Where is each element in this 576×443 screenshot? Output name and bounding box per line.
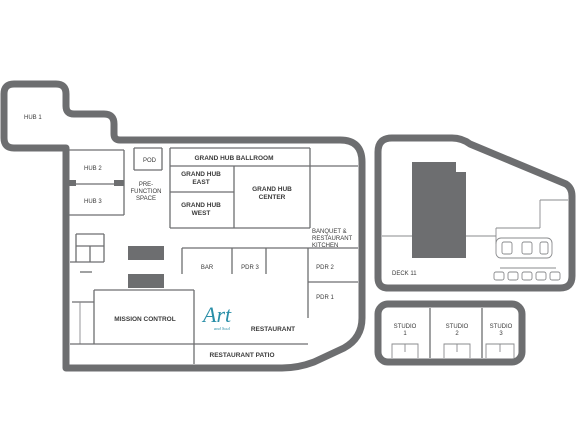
label-kitchen-3: KITCHEN — [312, 243, 338, 249]
label-studio2-a: STUDIO — [446, 324, 469, 330]
label-studio3-b: 3 — [499, 331, 503, 337]
label-hub2: HUB 2 — [84, 166, 102, 172]
label-hub3: HUB 3 — [84, 199, 102, 205]
label-studio3-a: STUDIO — [490, 324, 513, 330]
label-restaurant: RESTAURANT — [251, 326, 295, 333]
label-kitchen-2: RESTAURANT — [312, 236, 353, 242]
logo-subtext: and Soul — [214, 326, 231, 331]
label-west-2: WEST — [192, 210, 211, 217]
label-bar: BAR — [201, 265, 214, 271]
main-building-outline — [0, 80, 366, 372]
label-west-1: GRAND HUB — [181, 202, 221, 209]
label-studio1-b: 1 — [403, 331, 407, 337]
logo-text: Art — [201, 302, 232, 327]
label-patio: RESTAURANT PATIO — [210, 352, 275, 359]
studio-interior — [391, 308, 515, 358]
label-east-2: EAST — [192, 179, 209, 186]
label-prefunction-1: PRE- — [139, 182, 153, 188]
label-center-1: GRAND HUB — [252, 186, 292, 193]
label-mission-control: MISSION CONTROL — [114, 316, 175, 323]
stair-block-upper — [128, 246, 164, 260]
label-prefunction-2: FUNCTION — [131, 189, 162, 195]
label-pdr1: PDR 1 — [316, 295, 334, 301]
label-studio2-b: 2 — [455, 331, 459, 337]
label-pod: POD — [143, 158, 157, 164]
art-and-soul-logo: Art and Soul — [201, 302, 232, 331]
label-pdr3: PDR 3 — [241, 265, 259, 271]
label-prefunction-3: SPACE — [136, 196, 156, 202]
deck-interior — [382, 162, 568, 281]
label-east-1: GRAND HUB — [181, 171, 221, 178]
label-ballroom: GRAND HUB BALLROOM — [194, 155, 273, 162]
studios-building-outline — [374, 300, 526, 366]
label-studio1-a: STUDIO — [394, 324, 417, 330]
stair-block-lower — [128, 274, 164, 288]
label-pdr2: PDR 2 — [316, 265, 334, 271]
label-kitchen-1: BANQUET & — [312, 229, 347, 235]
label-deck11: DECK 11 — [392, 271, 417, 277]
deck-building-outline — [374, 134, 576, 292]
label-center-2: CENTER — [259, 194, 286, 201]
interior-walls — [66, 147, 358, 364]
label-hub1: HUB 1 — [24, 115, 42, 121]
